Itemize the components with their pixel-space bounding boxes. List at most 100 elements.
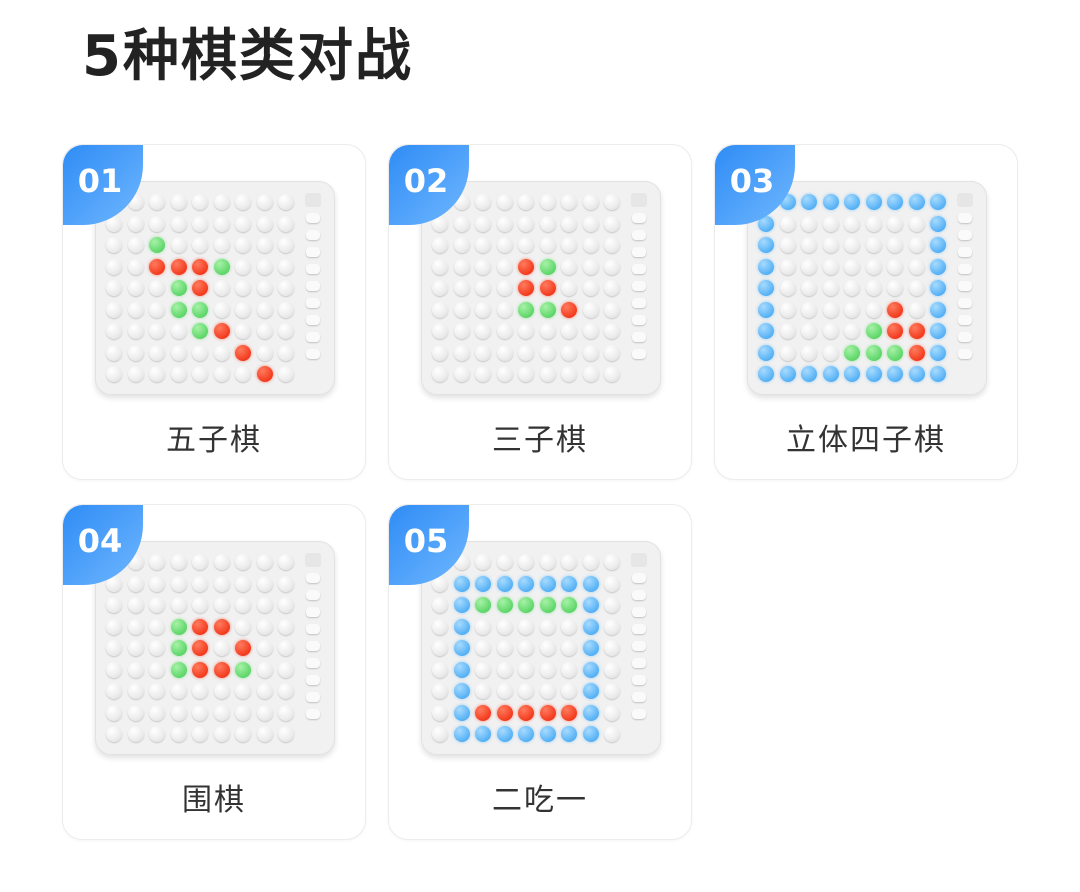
board-cell	[127, 640, 144, 656]
board-cell-red	[192, 618, 208, 635]
board-cell	[432, 344, 448, 361]
device-side-button	[306, 298, 320, 308]
board-cell	[432, 280, 448, 296]
board-cell	[779, 237, 796, 253]
board-cell	[475, 554, 491, 570]
game-card-tic-tac-toe[interactable]: 02 三子棋	[388, 144, 692, 480]
board-cell	[496, 618, 513, 635]
board-cell	[432, 726, 448, 742]
board-cell	[779, 344, 796, 361]
device-logo-icon	[957, 193, 973, 207]
board-cell-blue	[582, 704, 599, 721]
board-cell	[256, 661, 273, 678]
device-side-button	[632, 607, 646, 617]
board-cell-blue	[453, 640, 470, 656]
board-cell	[475, 280, 491, 296]
board-cell	[256, 194, 273, 210]
board-cell-red	[887, 301, 903, 318]
board-cell-blue	[582, 597, 599, 613]
game-board-device	[95, 541, 335, 755]
board-cell	[149, 344, 165, 361]
board-cell-blue	[475, 575, 491, 592]
board-cell	[496, 301, 513, 318]
board-cell	[278, 194, 294, 210]
board-cell	[127, 366, 144, 382]
board-cell	[779, 323, 796, 339]
game-card-two-eat-one[interactable]: 05 二吃一	[388, 504, 692, 840]
device-side-button	[632, 349, 646, 359]
board-cell	[518, 683, 534, 699]
board-cell	[432, 258, 448, 275]
board-cell	[127, 661, 144, 678]
device-logo-icon	[631, 553, 647, 567]
board-cell	[278, 661, 294, 678]
board-cell	[496, 640, 513, 656]
board-cell-blue	[865, 366, 882, 382]
board-cell-blue	[930, 366, 946, 382]
board-cell	[278, 554, 294, 570]
board-cell	[170, 704, 187, 721]
device-side-button	[632, 230, 646, 240]
game-card-gomoku[interactable]: 01 五子棋	[62, 144, 366, 480]
board-cell	[149, 618, 165, 635]
board-cell	[149, 726, 165, 742]
board-cell	[149, 301, 165, 318]
device-side-button	[306, 573, 320, 583]
board-cell-blue	[561, 575, 577, 592]
board-cell-blue	[930, 280, 946, 296]
board-cell	[149, 640, 165, 656]
device-side-button	[306, 230, 320, 240]
board-cell	[561, 323, 577, 339]
board-cell	[149, 597, 165, 613]
device-side-button	[306, 658, 320, 668]
device-side-button	[306, 709, 320, 719]
board-cell-blue	[930, 323, 946, 339]
board-cell	[582, 554, 599, 570]
board-cell	[213, 301, 230, 318]
board-cell-red	[235, 640, 251, 656]
board-cell	[604, 726, 620, 742]
game-card-connect-four[interactable]: 03 立体四子棋	[714, 144, 1018, 480]
board-cell	[453, 215, 470, 232]
device-side-button	[632, 213, 646, 223]
board-cell	[779, 280, 796, 296]
board-cell	[844, 323, 860, 339]
board-cell	[127, 597, 144, 613]
board-cell	[235, 237, 251, 253]
board-cell	[604, 575, 620, 592]
board-cell	[235, 575, 251, 592]
board-cell	[561, 640, 577, 656]
board-cell	[235, 215, 251, 232]
board-cell-blue	[518, 575, 534, 592]
board-cell	[496, 215, 513, 232]
board-cell-blue	[822, 194, 839, 210]
card-number-badge: 04	[63, 505, 143, 585]
board-cell	[149, 280, 165, 296]
board-cell	[822, 215, 839, 232]
board-cell	[213, 640, 230, 656]
board-cell	[149, 323, 165, 339]
board-cell-green	[887, 344, 903, 361]
board-cell	[432, 704, 448, 721]
game-card-go[interactable]: 04 围棋	[62, 504, 366, 840]
board-cell	[235, 258, 251, 275]
board-cell	[235, 554, 251, 570]
board-cell	[475, 258, 491, 275]
board-cell-blue	[582, 575, 599, 592]
board-cell	[518, 618, 534, 635]
board-cell	[127, 344, 144, 361]
board-cell	[170, 554, 187, 570]
board-cell	[822, 280, 839, 296]
device-side-button	[632, 692, 646, 702]
board-cell	[496, 237, 513, 253]
board-cell	[278, 301, 294, 318]
board-cell	[432, 618, 448, 635]
board-cell	[801, 258, 817, 275]
board-cell-green	[561, 597, 577, 613]
board-cell	[865, 280, 882, 296]
device-side-button	[306, 675, 320, 685]
board-cell	[192, 215, 208, 232]
board-cell	[192, 704, 208, 721]
board-cell	[149, 215, 165, 232]
board-cell-blue	[496, 726, 513, 742]
